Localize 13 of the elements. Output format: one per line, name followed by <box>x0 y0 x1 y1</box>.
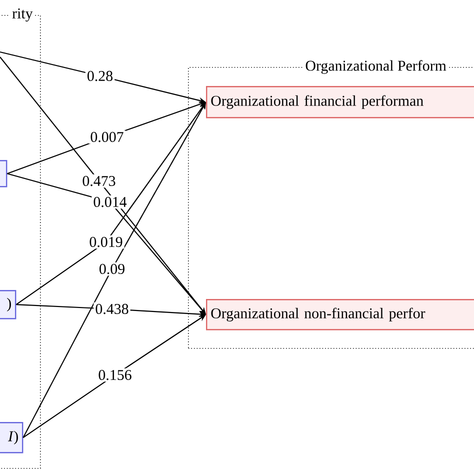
variable-box <box>0 160 8 188</box>
edge-label: 0.473 <box>80 174 118 188</box>
edge-label: 0.09 <box>97 262 127 276</box>
variable-box: Organizational non-financial perfor <box>206 299 474 330</box>
edge-label: 0.156 <box>96 368 134 382</box>
edge-label: 0.014 <box>92 195 128 209</box>
edge-label: 0.007 <box>88 130 126 144</box>
edge-label: 0.019 <box>88 235 124 249</box>
variable-box: Organizational financial performan <box>206 86 474 118</box>
variable-box: I) <box>0 422 24 454</box>
edge-label: 0.438 <box>94 302 130 316</box>
variable-box: ) <box>0 290 16 320</box>
edge-label: 0.28 <box>85 69 115 83</box>
